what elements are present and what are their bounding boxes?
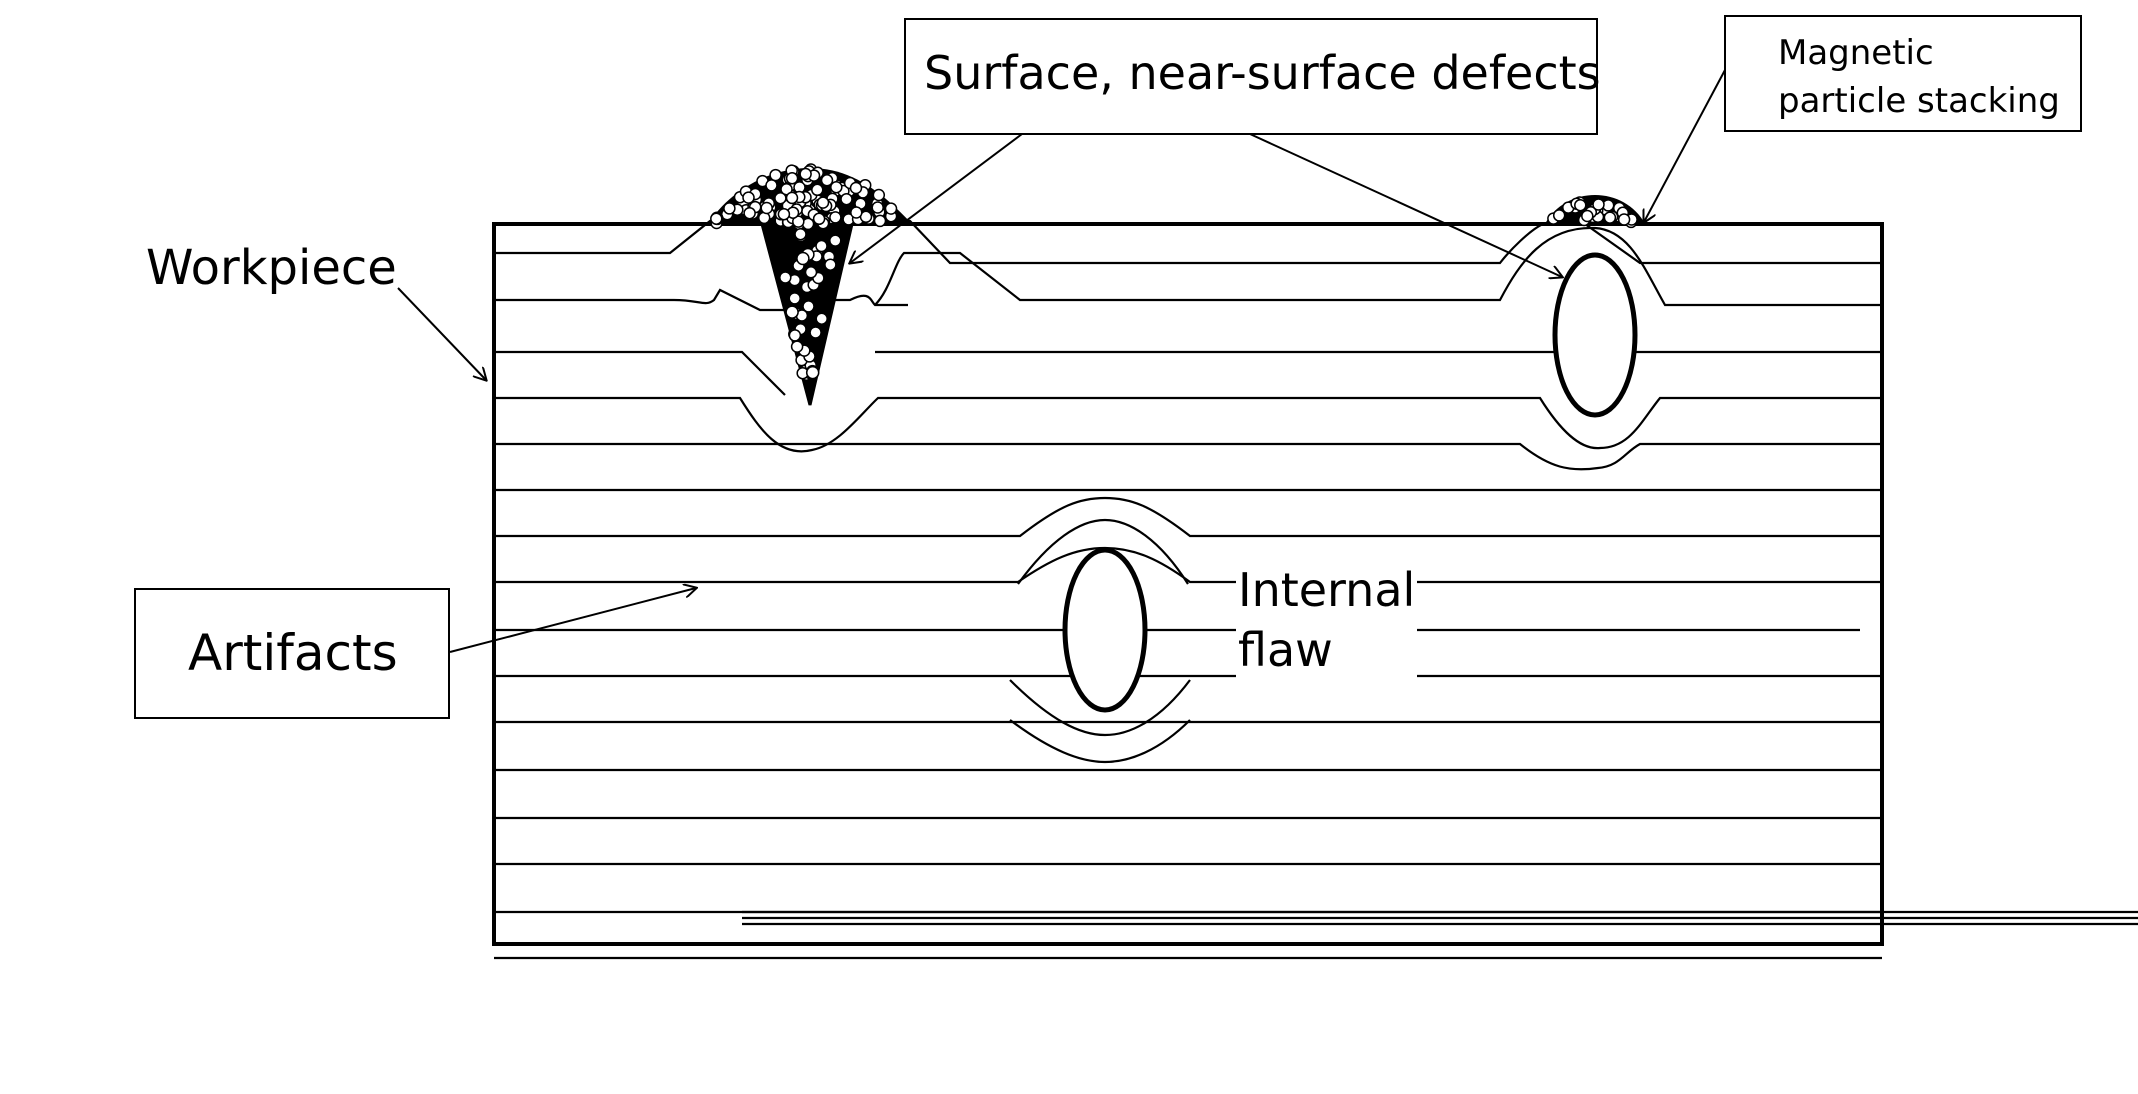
- artifacts-label: Artifacts: [188, 624, 398, 682]
- field-line: [1017, 518, 1189, 585]
- field-line: [494, 442, 1882, 471]
- particle: [785, 191, 799, 205]
- particle: [812, 212, 826, 226]
- artifacts-arrow: [449, 588, 696, 653]
- particle: [710, 212, 723, 225]
- particle: [805, 365, 820, 380]
- particle: [1581, 209, 1594, 223]
- particle: [769, 168, 782, 182]
- particle: [1574, 198, 1587, 212]
- particle: [796, 251, 810, 266]
- field-line: [1009, 719, 1191, 764]
- particle: [794, 227, 807, 241]
- magnetic-particles-small: [1547, 196, 1638, 229]
- workpiece-arrow: [397, 287, 486, 380]
- near-surface-flaw: [1552, 252, 1638, 418]
- particle: [1552, 209, 1566, 222]
- particle: [829, 211, 842, 224]
- particle: [780, 182, 793, 196]
- field-line: [1009, 679, 1191, 737]
- magnetic-stacking-label: Magnetic particle stacking: [1778, 33, 2060, 121]
- particle: [1617, 213, 1631, 226]
- particle: [820, 174, 834, 187]
- magnetic-stacking-label-box: Magnetic particle stacking: [1724, 15, 2082, 132]
- particle: [872, 188, 886, 202]
- surface-defects-label-box: Surface, near-surface defects: [904, 18, 1601, 135]
- internal-flaw-label-line2: flaw: [1238, 623, 1333, 677]
- particle: [1592, 198, 1605, 211]
- particle: [824, 258, 837, 271]
- particle: [815, 312, 828, 325]
- particle: [777, 207, 791, 221]
- field-line: [494, 546, 1882, 584]
- field-line: [494, 350, 1882, 396]
- particle: [1603, 211, 1617, 224]
- particle: [743, 206, 756, 220]
- particle: [788, 329, 802, 342]
- particle: [816, 196, 830, 209]
- particle: [849, 181, 863, 195]
- particle: [804, 266, 818, 279]
- particle: [830, 180, 843, 194]
- near-surface-defect-arrow: [1249, 133, 1562, 277]
- particle: [765, 179, 778, 192]
- magnetic-particles: [710, 163, 898, 382]
- particle: [799, 167, 812, 181]
- particle: [809, 326, 822, 339]
- particle: [742, 191, 755, 204]
- particle: [788, 292, 801, 305]
- field-line: [494, 496, 1882, 538]
- internal-flaw-label-line1: Internal: [1238, 563, 1416, 617]
- particle: [873, 214, 887, 228]
- particle: [840, 192, 853, 206]
- internal-flaw-label: Internal flaw: [1236, 560, 1418, 680]
- field-line: [494, 226, 1882, 312]
- particle: [850, 206, 863, 219]
- particle: [829, 234, 842, 247]
- field-line: [849, 219, 1882, 265]
- particle: [790, 340, 804, 353]
- workpiece-outline: [492, 222, 1884, 946]
- particle: [884, 202, 898, 215]
- particle: [785, 172, 799, 185]
- particle: [760, 201, 773, 215]
- particle: [815, 239, 828, 253]
- magnetic-field-lines: [494, 219, 2138, 960]
- particle: [811, 183, 824, 197]
- particle: [802, 300, 815, 313]
- magnetic-stacking-arrow: [1644, 69, 1726, 222]
- particle: [785, 305, 799, 319]
- surface-defects-label: Surface, near-surface defects: [924, 46, 1601, 100]
- particle: [723, 202, 736, 215]
- workpiece-label: Workpiece: [146, 240, 397, 296]
- particle: [871, 201, 884, 214]
- surface-defect-arrow: [850, 133, 1023, 263]
- particle: [792, 215, 805, 228]
- artifacts-label-box: Artifacts: [134, 588, 450, 719]
- particle: [779, 271, 792, 284]
- internal-flaw: [1062, 547, 1148, 713]
